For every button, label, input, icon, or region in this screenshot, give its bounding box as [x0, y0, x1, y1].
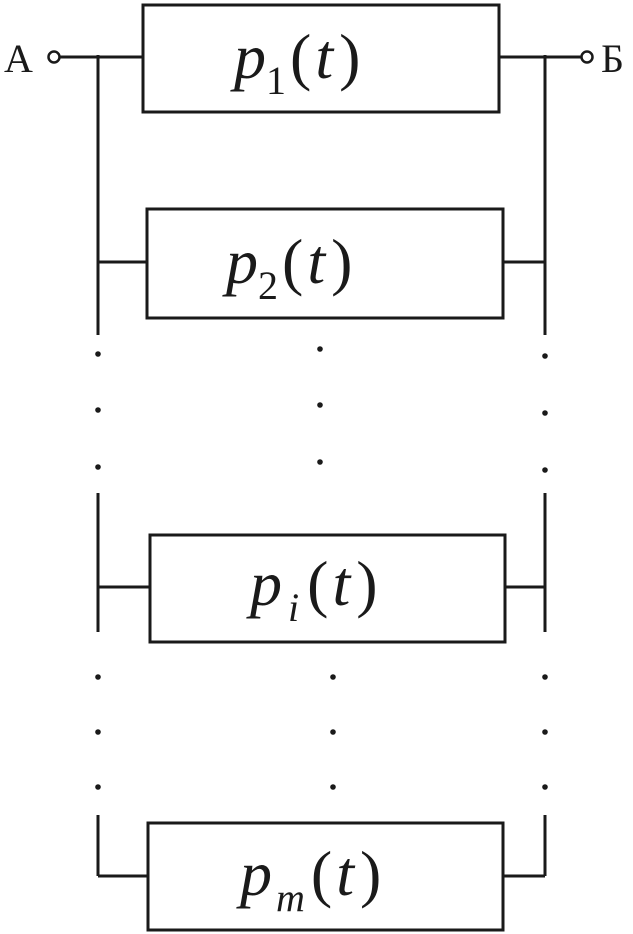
block-m [146, 821, 505, 932]
block-i [148, 533, 507, 644]
block-2 [145, 207, 505, 320]
ellipsis-dot [542, 353, 548, 359]
ellipsis-dot [317, 346, 323, 352]
ellipsis-dot [542, 784, 548, 790]
ellipsis-upper [95, 346, 548, 473]
ellipsis-dot [95, 464, 101, 470]
ellipsis-dot [542, 674, 548, 680]
ellipsis-dot [330, 784, 336, 790]
ellipsis-dot [542, 410, 548, 416]
ellipsis-dot [330, 674, 336, 680]
ellipsis-dot [330, 729, 336, 735]
ellipsis-dot [542, 467, 548, 473]
terminal-b-node [580, 50, 594, 64]
ellipsis-dot [542, 729, 548, 735]
ellipsis-dot [317, 459, 323, 465]
ellipsis-dot [95, 407, 101, 413]
ellipsis-dot [95, 351, 101, 357]
block-1-label: p1(t) [230, 21, 360, 103]
ellipsis-lower [95, 674, 548, 790]
ellipsis-dot [95, 784, 101, 790]
ellipsis-dot [95, 729, 101, 735]
block-2-label: p2(t) [222, 226, 352, 308]
ellipsis-dot [95, 674, 101, 680]
ellipsis-dot [317, 402, 323, 408]
terminal-b-label: Б [601, 36, 624, 81]
terminal-a-label: А [4, 36, 33, 81]
terminal-a-node [47, 50, 61, 64]
